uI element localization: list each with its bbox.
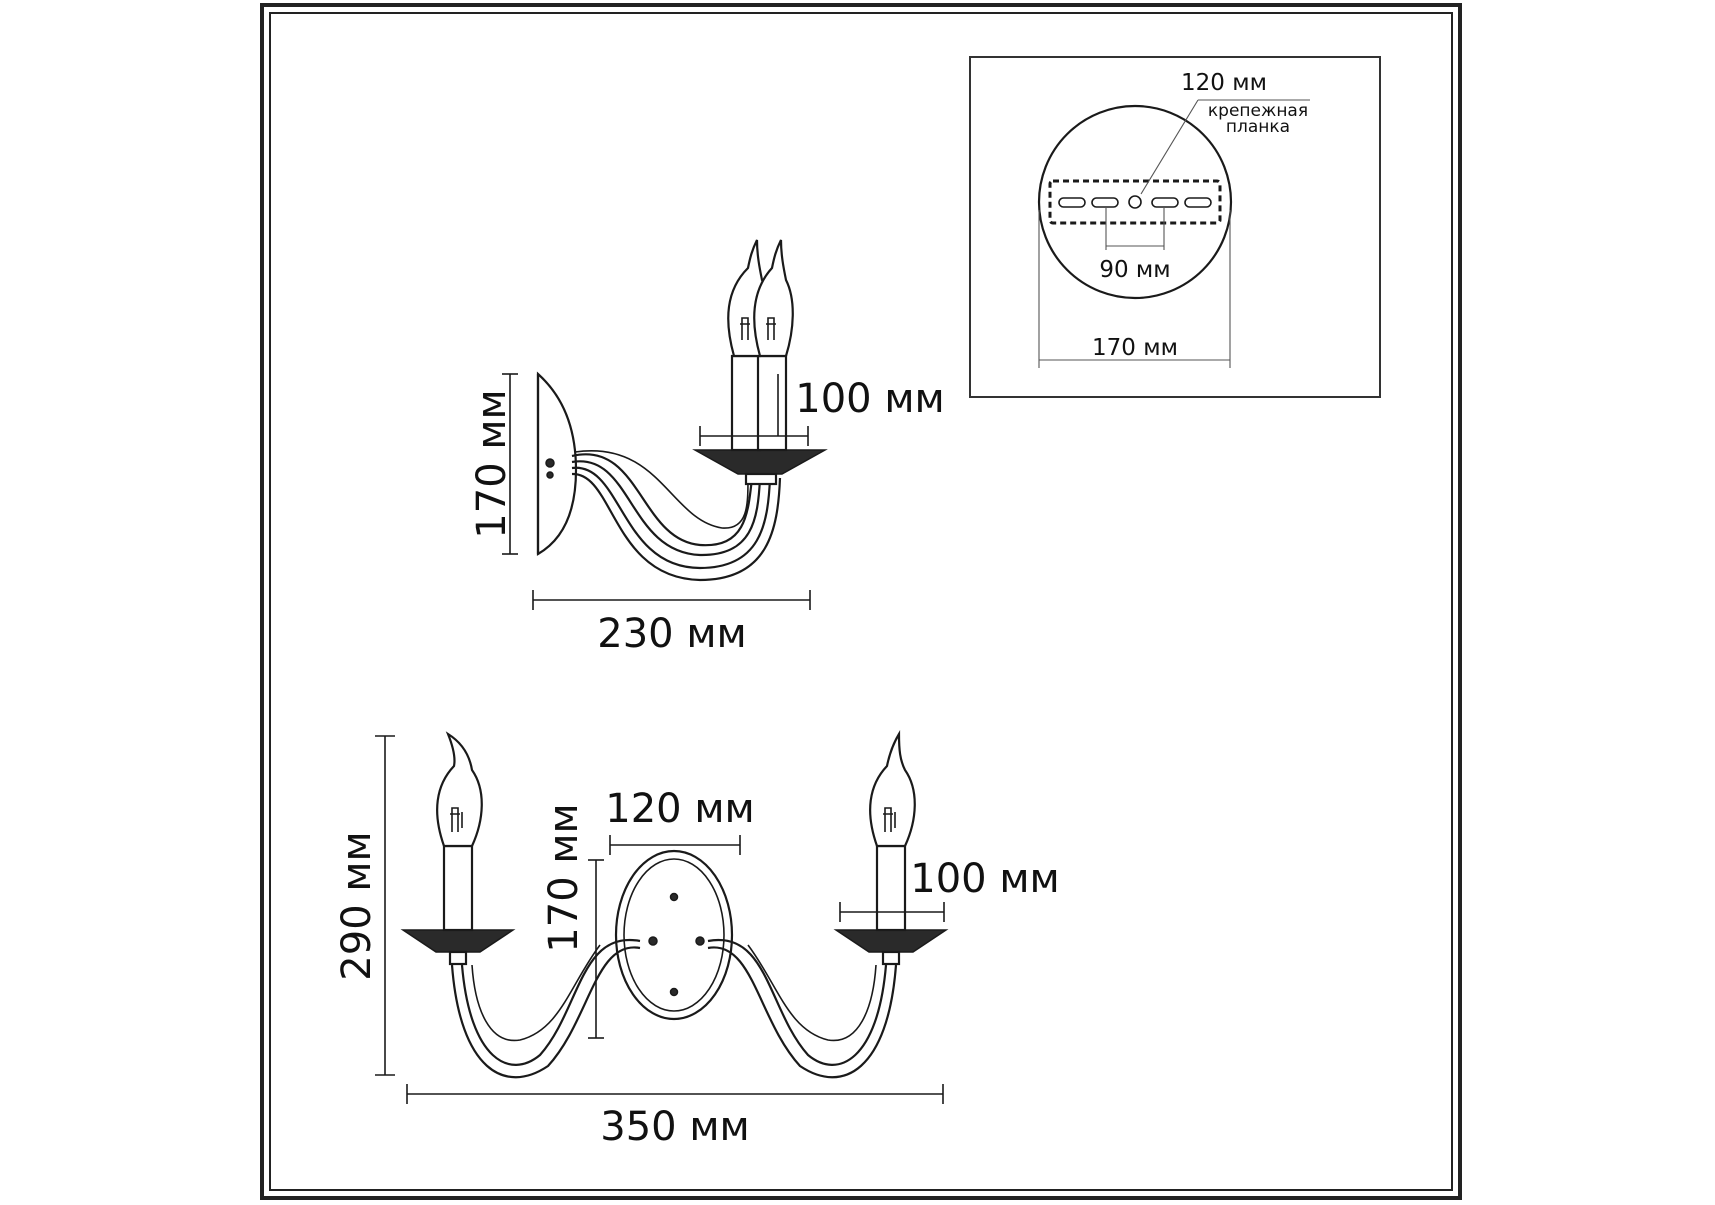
round-wall-plate [1037,104,1233,300]
front-view: 290 мм 350 мм 120 мм 170 мм 100 мм [334,730,1060,1150]
side-drip-cup [692,449,828,475]
front-right-drip-cup [833,929,949,953]
front-cup-width-label: 100 мм [910,856,1059,902]
front-right-arm [707,938,898,1079]
front-left-drip-cup [400,929,516,953]
front-right-candle [833,730,949,966]
front-plate-height-label: 170 мм [541,803,587,952]
front-right-bulb [869,730,916,848]
inset-width-label: 170 мм [1092,335,1178,361]
side-height-label: 170 мм [469,389,515,538]
side-bulb-2 [753,239,794,358]
front-plate-hole-label: 120 мм [605,786,754,832]
front-left-arm [450,938,641,1079]
mounting-bar [1048,179,1222,225]
drawing-frame [260,3,1462,1200]
side-view: 170 мм 230 мм 100 мм [469,239,945,657]
side-depth-label: 230 мм [597,611,746,657]
front-left-bulb [436,731,483,848]
front-height-label: 290 мм [334,831,380,980]
hole-spacing-label: 120 мм [1181,70,1267,96]
slot-spacing-label: 90 мм [1099,257,1170,283]
plate-note-line2: планка [1226,117,1290,137]
plate-note-line1: крепежная [1208,101,1308,121]
side-arms [571,449,782,582]
side-candle-sleeve-2 [756,354,788,452]
front-left-candle [400,731,516,966]
front-width-label: 350 мм [600,1104,749,1150]
front-wall-plate [614,849,734,1021]
mounting-plate-inset: 120 мм крепежная планка 90 мм 170 мм [969,56,1381,398]
side-cup-width-label: 100 мм [795,376,944,422]
